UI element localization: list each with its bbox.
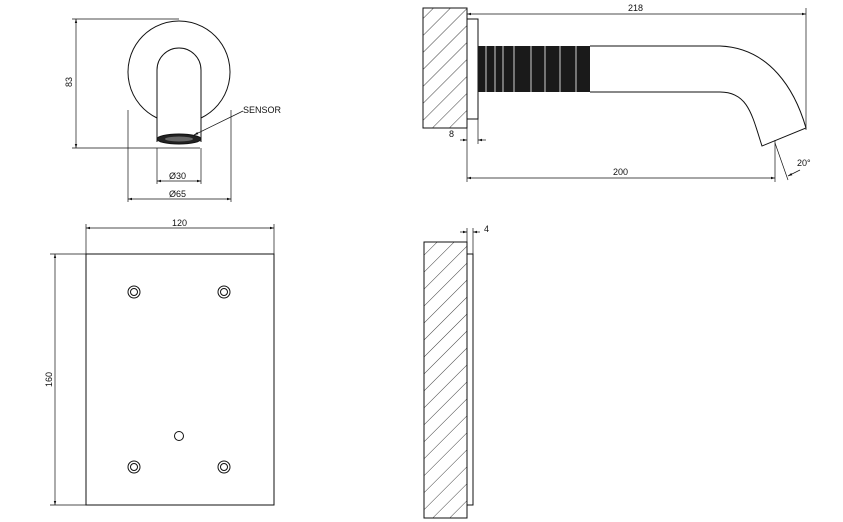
spout-body xyxy=(590,45,807,147)
wall-section xyxy=(423,241,468,519)
projection-dim-200: 200 xyxy=(613,167,628,177)
front-view: 83 SENSOR Ø30 Ø65 xyxy=(64,18,282,202)
wall-plate xyxy=(466,18,479,120)
outer-diameter-dim: Ø65 xyxy=(169,189,186,199)
thickness-dim-4: 4 xyxy=(484,224,489,234)
outer-rosette xyxy=(127,20,231,119)
mounting-plate xyxy=(85,253,275,506)
plate-dim-8: 8 xyxy=(449,129,454,139)
height-dim-83: 83 xyxy=(64,77,74,87)
plate-side-view: 4 xyxy=(423,224,489,519)
sensor-label: SENSOR xyxy=(243,105,282,115)
height-dim-160: 160 xyxy=(44,372,54,387)
inner-diameter-dim: Ø30 xyxy=(169,171,186,181)
knurled-grip xyxy=(478,46,590,92)
width-dim-120: 120 xyxy=(172,218,187,228)
plate-view: 120 160 xyxy=(44,218,275,506)
plate-profile xyxy=(466,253,474,506)
wall-section xyxy=(422,7,468,129)
angle-dim-20: 20° xyxy=(797,158,811,168)
screw-hole-icon xyxy=(127,285,231,474)
length-dim-218: 218 xyxy=(628,3,643,13)
side-view: 218 200 8 20° xyxy=(422,3,811,182)
spout-tube xyxy=(156,47,202,142)
center-hole-icon xyxy=(174,431,184,441)
